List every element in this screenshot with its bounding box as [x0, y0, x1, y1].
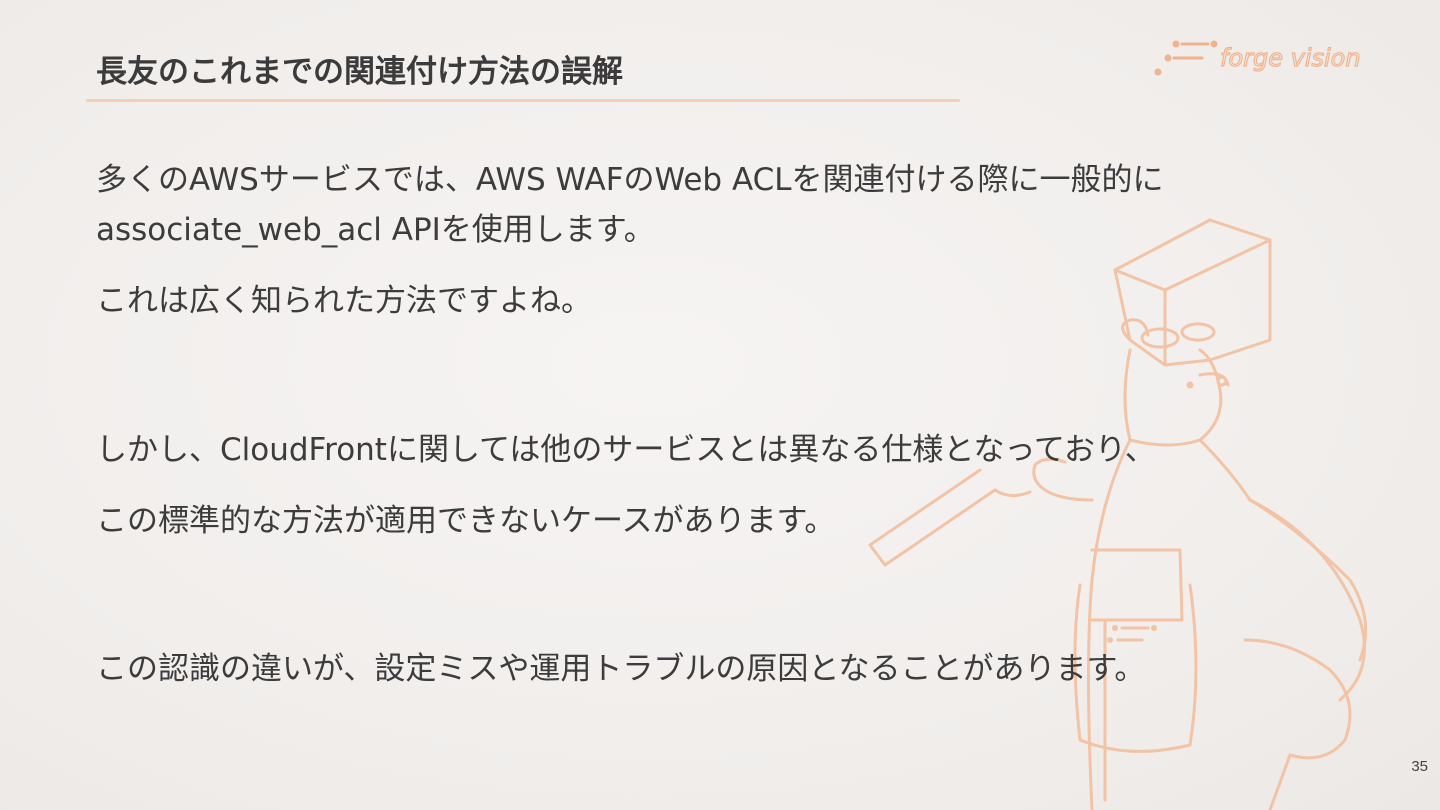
page-number: 35 [1411, 758, 1428, 775]
body-line-2: associate_web_acl APIを使用します。 [96, 212, 655, 248]
forge-vision-logo: forge vision [1154, 40, 1361, 76]
svg-text:forge vision: forge vision [1220, 44, 1361, 72]
body-line-3: これは広く知られた方法ですよね。 [96, 283, 592, 319]
bear-mascot-illustration [868, 218, 1368, 810]
body-line-5: この標準的な方法が適用できないケースがあります。 [96, 503, 836, 539]
title-underline [86, 99, 960, 102]
body-line-6: この認識の違いが、設定ミスや運用トラブルの原因となることがあります。 [96, 651, 1146, 687]
body-line-4: しかし、CloudFrontに関しては他のサービスとは異なる仕様となっており、 [96, 432, 1156, 468]
slide-title: 長友のこれまでの関連付け方法の誤解 [96, 54, 623, 90]
body-line-1: 多くのAWSサービスでは、AWS WAFのWeb ACLを関連付ける際に一般的に [96, 162, 1164, 198]
